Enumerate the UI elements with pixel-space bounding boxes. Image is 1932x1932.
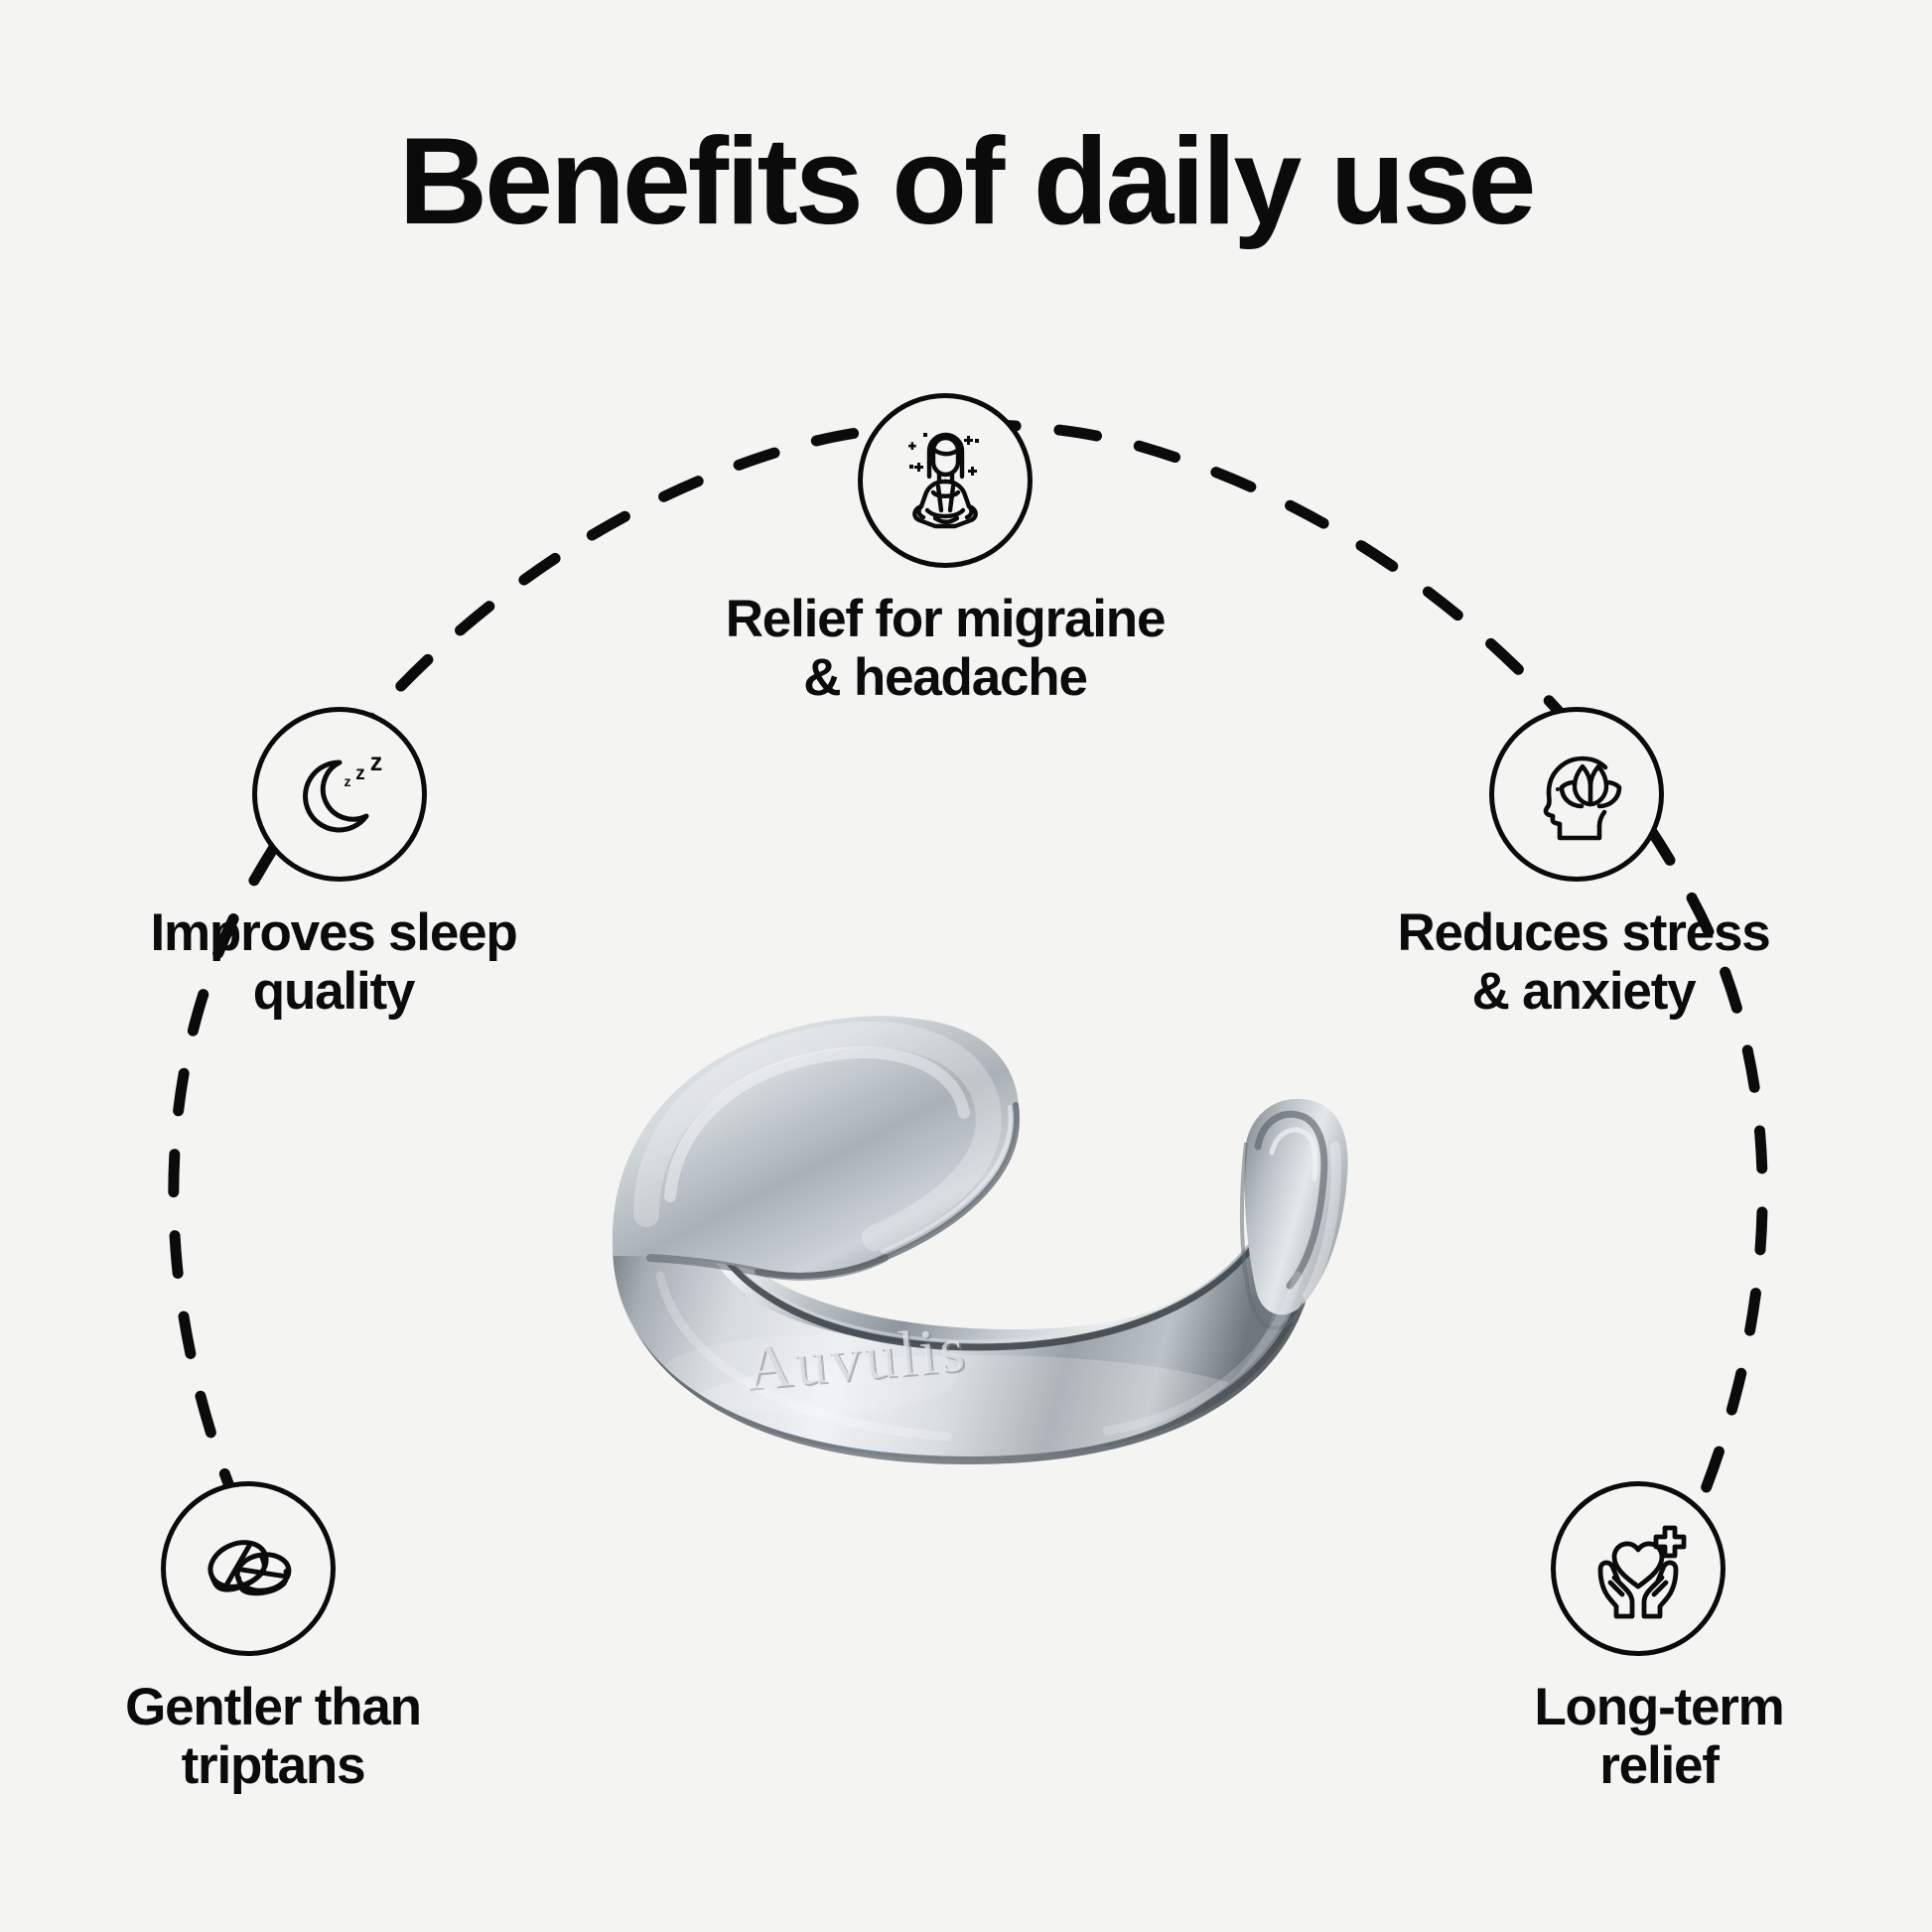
svg-text:z: z — [355, 763, 365, 784]
svg-text:z: z — [345, 773, 351, 789]
benefit-node-stress: Reduces stress & anxiety — [1330, 707, 1837, 1022]
benefit-node-longterm: Long-term relief — [1426, 1481, 1892, 1796]
benefit-icon-circle-stress — [1489, 707, 1664, 882]
benefit-label-triptans: Gentler than triptans — [125, 1678, 422, 1796]
benefit-node-triptans: Gentler than triptans — [40, 1481, 506, 1796]
benefit-node-migraine: Relief for migraine & headache — [667, 393, 1223, 708]
product-ring-image: Auvulis Auvulis — [551, 948, 1425, 1474]
benefit-icon-circle-migraine — [858, 393, 1033, 568]
benefit-icon-circle-triptans — [161, 1481, 336, 1656]
svg-text:z: z — [370, 749, 383, 776]
meditating-woman-icon — [908, 432, 979, 529]
two-pills-icon — [207, 1540, 292, 1596]
benefit-node-sleep: z z z Improves sleep quality — [81, 707, 586, 1022]
benefit-icon-circle-longterm — [1551, 1481, 1725, 1656]
benefit-label-stress: Reduces stress & anxiety — [1397, 903, 1770, 1022]
benefit-label-sleep: Improves sleep quality — [150, 903, 517, 1022]
hands-holding-heart-cross-icon — [1597, 1525, 1687, 1619]
head-with-lotus-icon — [1543, 756, 1622, 841]
benefit-label-migraine: Relief for migraine & headache — [725, 590, 1167, 708]
ring-svg: Auvulis Auvulis — [612, 1016, 1348, 1464]
page-title: Benefits of daily use — [398, 113, 1537, 250]
benefit-icon-circle-sleep: z z z — [252, 707, 427, 882]
crescent-moon-zzz-icon: z z z — [303, 749, 383, 833]
benefit-label-longterm: Long-term relief — [1534, 1678, 1784, 1796]
